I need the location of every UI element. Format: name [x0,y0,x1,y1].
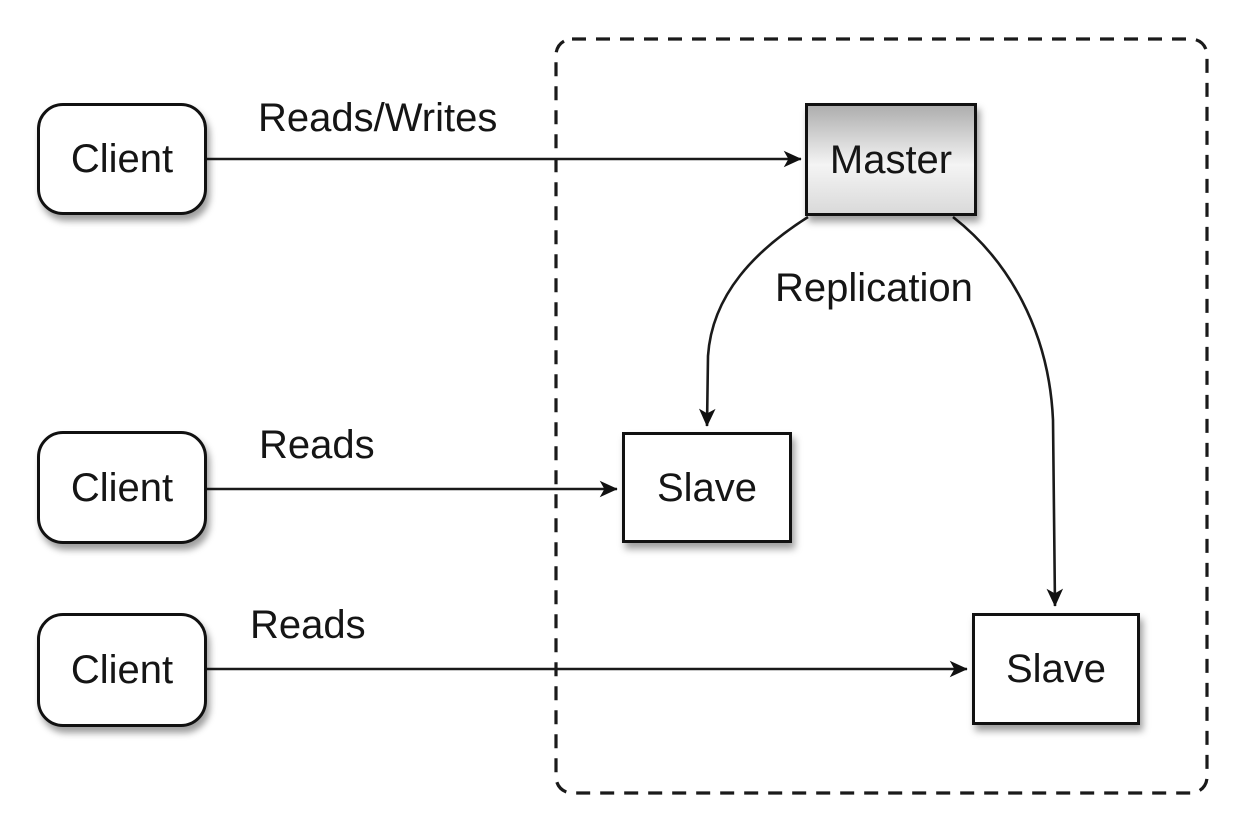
reads-bottom-edge-label: Reads [250,603,366,647]
replication-arrow-right [952,215,1064,607]
replication-arrow-left [698,215,809,427]
client-node-3-label: Client [70,648,174,692]
master-node-label: Master [829,137,953,182]
client-node-1-label: Client [70,137,174,181]
master-node: Master [805,103,977,216]
replication-edge-label: Replication [775,266,973,310]
slave-node-1: Slave [622,432,792,543]
client-node-2: Client [37,431,207,544]
reads-mid-edge-label: Reads [259,423,375,467]
slave-node-2-label: Slave [1005,647,1107,691]
slave-node-1-label: Slave [656,465,758,510]
client-node-1: Client [37,103,207,215]
reads-writes-edge-label: Reads/Writes [258,96,498,140]
slave-node-2: Slave [972,613,1140,725]
client-node-2-label: Client [70,465,174,510]
client-node-3: Client [37,613,207,727]
